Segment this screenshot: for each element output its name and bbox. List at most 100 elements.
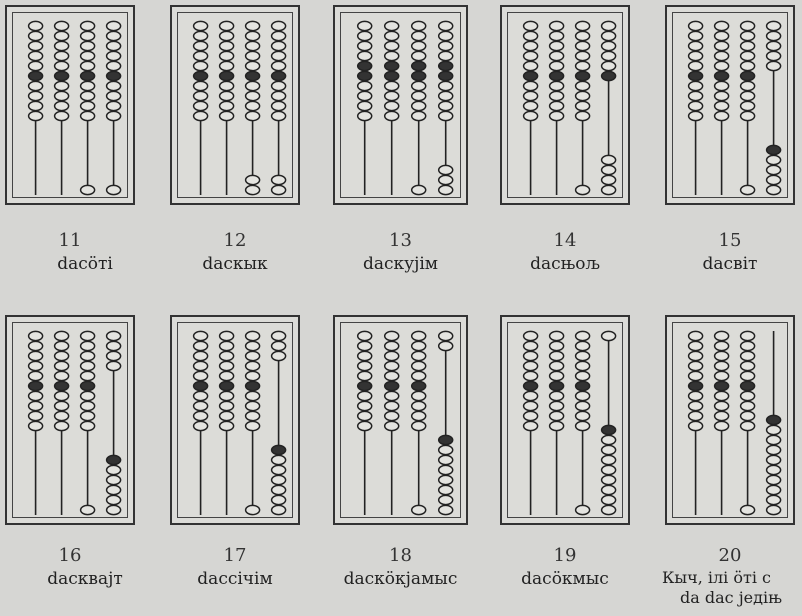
abacus-bead [715, 61, 729, 70]
abacus-bead [246, 21, 260, 30]
abacus-bead [246, 51, 260, 60]
abacus-bead [246, 71, 260, 80]
abacus-bead [194, 341, 208, 350]
abacus-bead [715, 331, 729, 340]
abacus-bead [272, 81, 286, 90]
abacus-bead [246, 81, 260, 90]
abacus-bead [272, 485, 286, 494]
abacus-bead [272, 101, 286, 110]
abacus-bead [767, 465, 781, 474]
abacus-bead [246, 91, 260, 100]
abacus-bead [767, 505, 781, 514]
abacus-bead [767, 21, 781, 30]
numeral-word: dассічім [150, 569, 320, 589]
abacus-bead [576, 101, 590, 110]
abacus-bead [439, 331, 453, 340]
abacus-bead [29, 61, 43, 70]
abacus-bead [576, 421, 590, 430]
abacus-bead [385, 371, 399, 380]
abacus-bead [439, 435, 453, 444]
abacus-bead [220, 101, 234, 110]
abacus-bead [524, 371, 538, 380]
abacus-bead [385, 41, 399, 50]
abacus-bead [767, 415, 781, 424]
abacus-bead [576, 331, 590, 340]
abacus-bead [107, 81, 121, 90]
abacus-bead [741, 91, 755, 100]
abacus-bead [55, 421, 69, 430]
abacus-bead [715, 371, 729, 380]
abacus-bead [576, 401, 590, 410]
abacus-bead [81, 351, 95, 360]
abacus-bead [246, 111, 260, 120]
abacus-beads [667, 7, 797, 207]
abacus-bead [439, 31, 453, 40]
abacus-bead [29, 391, 43, 400]
abacus-bead [81, 81, 95, 90]
abacus-beads [502, 317, 632, 527]
abacus-bead [272, 41, 286, 50]
abacus-bead [576, 185, 590, 194]
abacus-bead [524, 361, 538, 370]
abacus-bead [358, 51, 372, 60]
abacus-bead [524, 71, 538, 80]
abacus-bead [358, 351, 372, 360]
abacus-bead [55, 331, 69, 340]
abacus-bead [81, 371, 95, 380]
abacus-beads [335, 317, 470, 527]
abacus-bead [576, 361, 590, 370]
numeral-word: dаскујім [316, 254, 486, 274]
abacus-bead [412, 71, 426, 80]
abacus-bead [358, 401, 372, 410]
abacus-bead [602, 455, 616, 464]
abacus-bead [602, 485, 616, 494]
figure-number: 11 [0, 230, 145, 251]
abacus-bead [385, 341, 399, 350]
abacus-bead [107, 331, 121, 340]
abacus-bead [194, 71, 208, 80]
abacus-bead [439, 61, 453, 70]
abacus-bead [194, 31, 208, 40]
abacus-bead [272, 465, 286, 474]
abacus-bead [385, 361, 399, 370]
abacus-bead [715, 361, 729, 370]
abacus-bead [385, 411, 399, 420]
abacus-bead [194, 401, 208, 410]
abacus-bead [767, 61, 781, 70]
numeral-word: dасӧкмыс [480, 569, 650, 589]
abacus-bead [358, 41, 372, 50]
abacus-bead [715, 351, 729, 360]
abacus-bead [576, 505, 590, 514]
abacus-bead [385, 351, 399, 360]
abacus-bead [524, 91, 538, 100]
abacus-bead [246, 411, 260, 420]
abacus-bead [439, 475, 453, 484]
abacus-bead [272, 71, 286, 80]
abacus-bead [550, 111, 564, 120]
abacus-bead [602, 21, 616, 30]
abacus-bead [741, 185, 755, 194]
abacus-bead [107, 495, 121, 504]
abacus-bead [55, 31, 69, 40]
abacus-bead [412, 51, 426, 60]
abacus-bead [412, 21, 426, 30]
abacus-bead [220, 401, 234, 410]
abacus-bead [524, 351, 538, 360]
abacus-beads [7, 7, 137, 207]
abacus-bead [439, 81, 453, 90]
abacus-bead [81, 51, 95, 60]
abacus-bead [576, 41, 590, 50]
abacus-17 [170, 315, 300, 525]
abacus-bead [689, 401, 703, 410]
abacus-bead [689, 391, 703, 400]
abacus-bead [550, 21, 564, 30]
figure-number: 12 [160, 230, 310, 251]
abacus-bead [220, 371, 234, 380]
abacus-bead [689, 381, 703, 390]
abacus-bead [107, 91, 121, 100]
abacus-bead [29, 331, 43, 340]
abacus-bead [358, 101, 372, 110]
abacus-bead [439, 21, 453, 30]
abacus-beads [172, 7, 302, 207]
abacus-bead [689, 111, 703, 120]
